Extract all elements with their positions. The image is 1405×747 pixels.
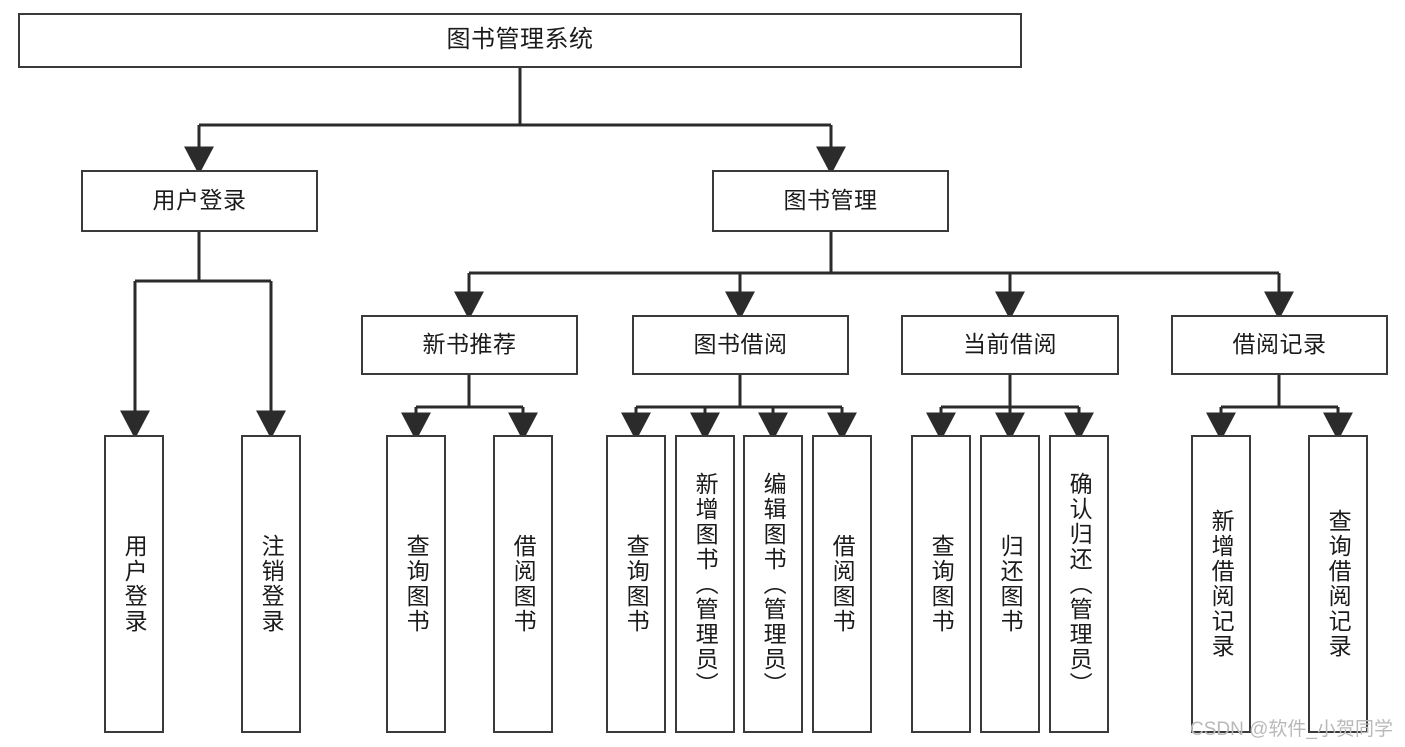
leaf-query-book-borrowing[interactable]: 查询图书 (606, 435, 666, 733)
node-label: 借阅记录 (1232, 331, 1327, 358)
leaf-add-book-admin[interactable]: 新增图书（管理员） (675, 435, 735, 733)
node-label: 图书管理 (783, 187, 878, 214)
csdn-watermark: CSDN @软件_小贺同学 (1190, 719, 1393, 740)
node-label: 查询图书 (403, 534, 430, 634)
leaf-borrow-book-recommendation[interactable]: 借阅图书 (493, 435, 553, 733)
leaf-query-book-recommendation[interactable]: 查询图书 (386, 435, 446, 733)
node-borrowing-record[interactable]: 借阅记录 (1171, 315, 1388, 375)
node-label: 新增图书（管理员） (692, 471, 719, 697)
node-label: 图书管理系统 (446, 26, 594, 54)
node-label: 借阅图书 (829, 534, 856, 634)
node-label: 用户登录 (121, 534, 148, 634)
node-label: 新增借阅记录 (1208, 509, 1235, 659)
node-root-system[interactable]: 图书管理系统 (18, 13, 1022, 68)
leaf-user-login[interactable]: 用户登录 (104, 435, 164, 733)
leaf-query-borrowing-record[interactable]: 查询借阅记录 (1308, 435, 1368, 733)
node-label: 归还图书 (997, 534, 1024, 634)
leaf-borrow-book-borrowing[interactable]: 借阅图书 (812, 435, 872, 733)
leaf-edit-book-admin[interactable]: 编辑图书（管理员） (743, 435, 803, 733)
node-label: 查询图书 (623, 534, 650, 634)
node-label: 图书借阅 (693, 331, 788, 358)
node-label: 确认归还（管理员） (1066, 471, 1093, 697)
leaf-return-book[interactable]: 归还图书 (980, 435, 1040, 733)
leaf-confirm-return-admin[interactable]: 确认归还（管理员） (1049, 435, 1109, 733)
node-current-borrowing[interactable]: 当前借阅 (901, 315, 1119, 375)
node-label: 编辑图书（管理员） (760, 471, 787, 697)
node-label: 查询借阅记录 (1325, 509, 1352, 659)
node-label: 当前借阅 (963, 331, 1057, 358)
node-new-book-recommendation[interactable]: 新书推荐 (361, 315, 578, 375)
leaf-logout[interactable]: 注销登录 (241, 435, 301, 733)
node-book-borrowing[interactable]: 图书借阅 (632, 315, 849, 375)
leaf-query-book-current[interactable]: 查询图书 (911, 435, 971, 733)
node-label: 借阅图书 (510, 534, 537, 634)
node-user-login[interactable]: 用户登录 (81, 170, 318, 232)
node-label: 用户登录 (152, 187, 247, 214)
node-book-management[interactable]: 图书管理 (712, 170, 949, 232)
node-label: 注销登录 (258, 534, 285, 634)
node-label: 新书推荐 (422, 331, 517, 358)
node-label: 查询图书 (928, 534, 955, 634)
leaf-add-borrowing-record[interactable]: 新增借阅记录 (1191, 435, 1251, 733)
